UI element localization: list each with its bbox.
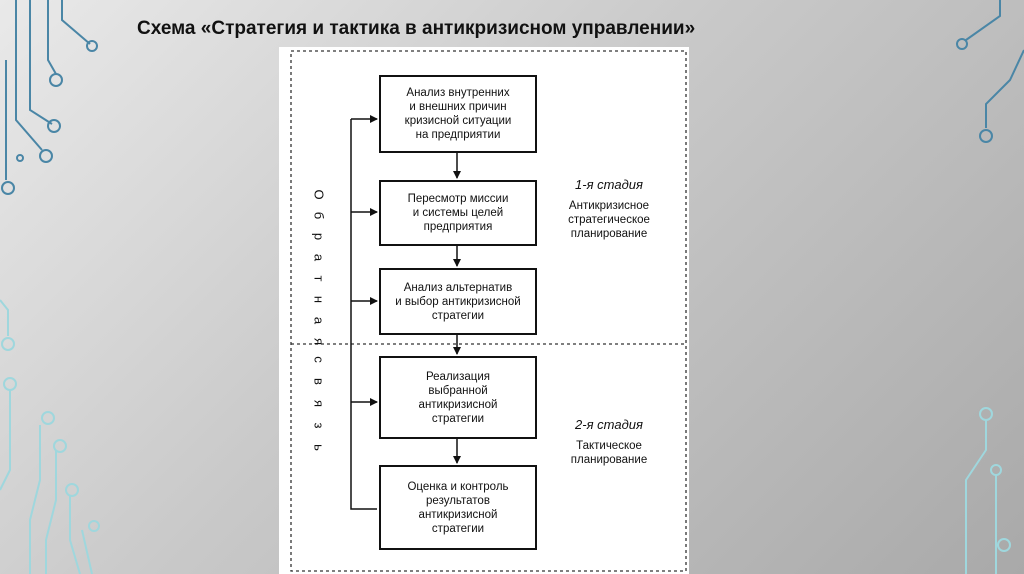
feedback-letter: б — [311, 211, 327, 220]
diagram-panel: Анализ внутренних и внешних причин кризи… — [279, 47, 689, 574]
feedback-letter: ь — [311, 444, 327, 451]
feedback-letter: т — [311, 275, 327, 282]
stage-1-description: Антикризисное стратегическое планировани… — [568, 200, 650, 240]
diagram-lines — [290, 50, 687, 572]
feedback-letter: я — [311, 399, 327, 408]
box-results-control: Оценка и контроль результатов антикризис… — [379, 465, 537, 550]
feedback-letter: я — [311, 337, 327, 346]
box-strategy-implementation: Реализация выбранной антикризисной страт… — [379, 356, 537, 439]
feedback-letter: а — [311, 253, 327, 262]
slide-title: Схема «Стратегия и тактика в антикризисн… — [137, 18, 696, 39]
box-alternatives-analysis: Анализ альтернатив и выбор антикризисной… — [379, 268, 537, 335]
feedback-letter: а — [311, 316, 327, 325]
stage-1-label: 1-я стадия — [575, 177, 643, 192]
feedback-letter: н — [311, 295, 327, 304]
feedback-letter: О — [311, 189, 327, 200]
feedback-letter: р — [311, 232, 327, 241]
outer-dashed-frame — [290, 50, 687, 572]
feedback-letter: с — [311, 356, 327, 363]
feedback-loop — [350, 115, 378, 510]
feedback-letter: з — [311, 422, 327, 429]
box-mission-review: Пересмотр миссии и системы целей предпри… — [379, 180, 537, 246]
feedback-letter: в — [311, 378, 327, 385]
stage-2-label: 2-я стадия — [575, 417, 643, 432]
stage-2-description: Тактическое планирование — [570, 440, 648, 466]
box-crisis-analysis: Анализ внутренних и внешних причин кризи… — [379, 75, 537, 153]
